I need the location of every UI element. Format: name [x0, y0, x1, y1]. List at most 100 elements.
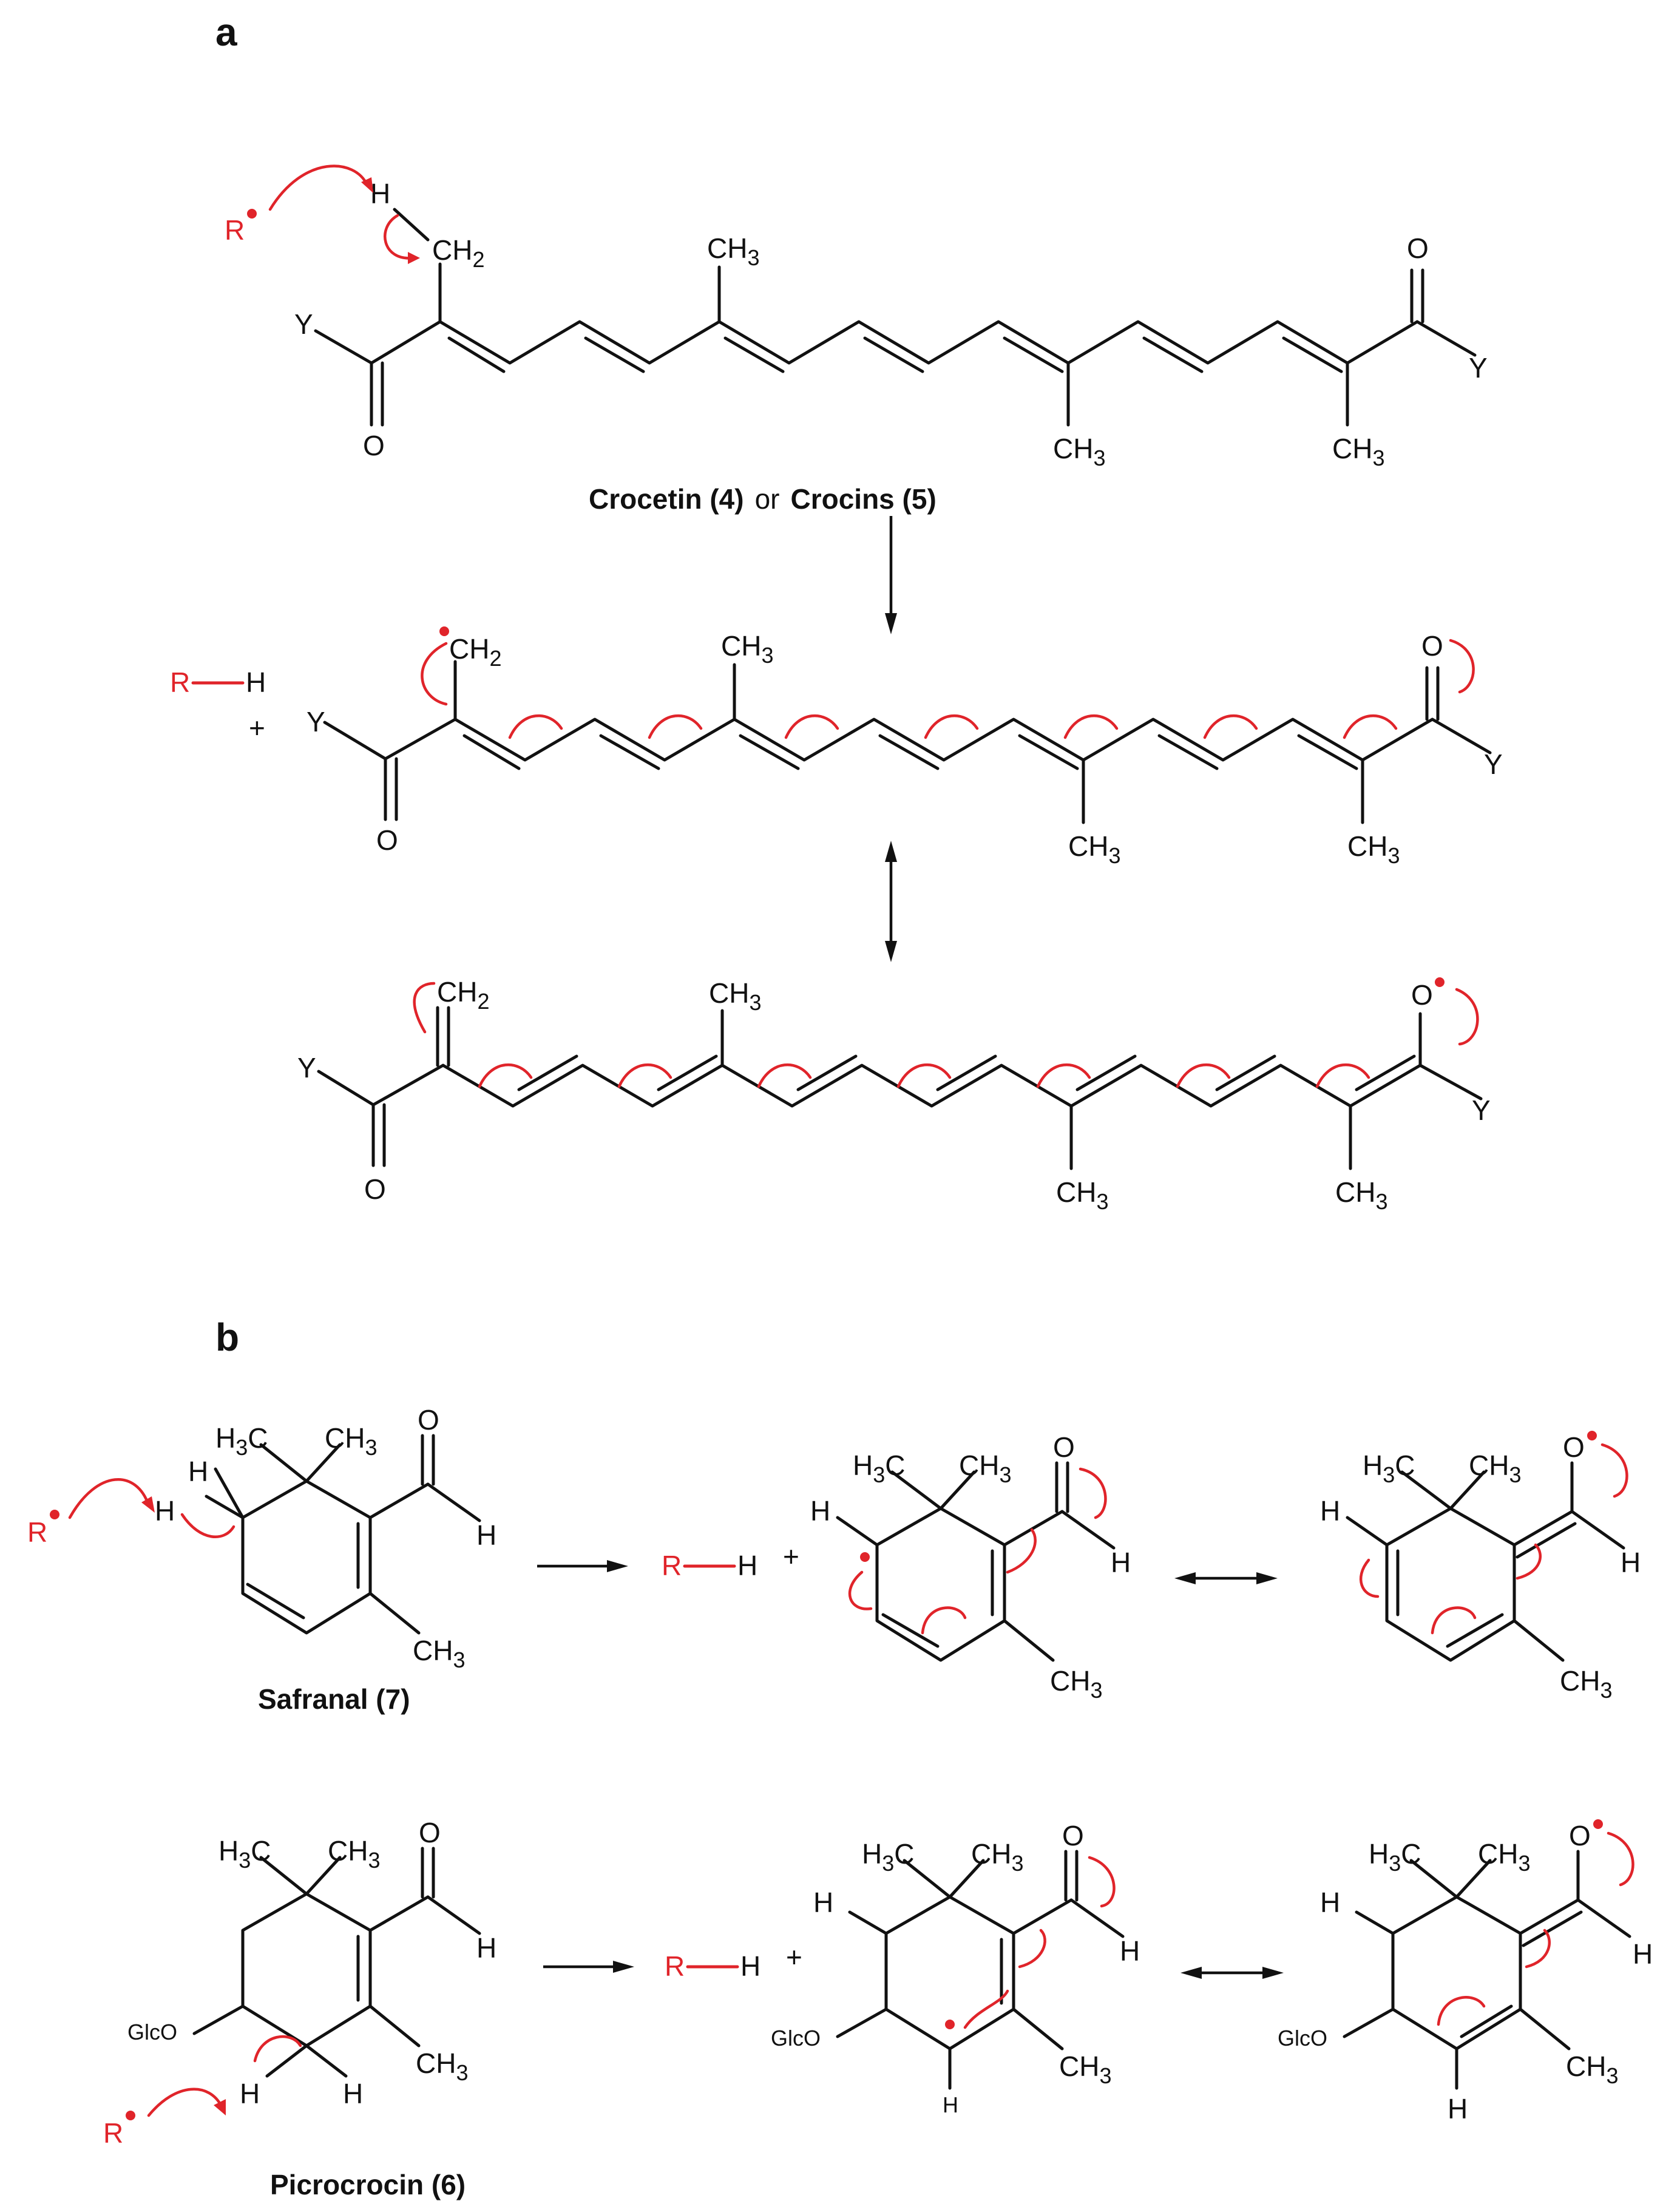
- atom-ch3: CH3: [413, 1635, 465, 1672]
- safranal-radical-2: H3C CH3 O H CH3 H: [1320, 1431, 1641, 1703]
- atom-o: O: [419, 1817, 441, 1848]
- resonance-arrow: [885, 841, 897, 962]
- atom-ch2: CH2: [449, 633, 501, 671]
- atom-h: H: [188, 1456, 208, 1487]
- atom-ch3: CH3: [1560, 1665, 1612, 1703]
- reaction-arrow-down: [885, 516, 897, 634]
- atom-o: O: [1053, 1431, 1075, 1463]
- atom-ch3: CH3: [416, 2047, 468, 2085]
- radical-dot: [1587, 1431, 1597, 1440]
- atom-o: O: [1421, 630, 1443, 662]
- atom-ch3: CH3: [1068, 830, 1120, 868]
- atom-h: H: [476, 1932, 496, 1964]
- radical-dot: [126, 2111, 135, 2120]
- panel-label-a: a: [215, 10, 237, 54]
- atom-o: O: [1062, 1820, 1084, 1851]
- atom-ch3: CH3: [959, 1450, 1011, 1487]
- curly-arrow: [384, 214, 415, 260]
- atom-y: Y: [1472, 1094, 1491, 1126]
- reaction-arrow: [543, 1961, 634, 1973]
- rh-r: R: [170, 667, 190, 698]
- rh-h: H: [737, 1550, 757, 1581]
- atom-ch3: CH3: [707, 232, 759, 270]
- atom-glco: GlcO: [771, 2026, 821, 2051]
- atom-h: H: [155, 1495, 175, 1527]
- atom-h: H: [240, 2078, 260, 2109]
- atom-o: O: [363, 430, 385, 461]
- atom-glco: GlcO: [1278, 2026, 1327, 2051]
- atom-h: H: [1621, 1547, 1641, 1578]
- structure-caption: Safranal (7): [258, 1683, 410, 1715]
- atom-h: H: [343, 2078, 363, 2109]
- atom-ch3: CH3: [1478, 1838, 1530, 1876]
- radical-dot: [50, 1510, 59, 1519]
- rh-r: R: [662, 1550, 682, 1581]
- rh-r: R: [665, 1950, 685, 1982]
- atom-h3c: H3C: [862, 1838, 915, 1876]
- atom-h3c: H3C: [215, 1422, 268, 1460]
- atom-h: H: [1448, 2093, 1468, 2125]
- picrocrocin-radical-2: H3C CH3 O H CH3 GlcO H H: [1278, 1819, 1653, 2125]
- atom-h: H: [943, 2092, 958, 2117]
- atom-h: H: [1120, 1935, 1140, 1967]
- atom-ch3: CH3: [1059, 2051, 1111, 2088]
- curly-arrow: [268, 165, 369, 211]
- radical-dot: [945, 2020, 955, 2029]
- plus-sign: +: [249, 712, 265, 744]
- atom-h3c: H3C: [853, 1450, 906, 1487]
- plus-sign: +: [783, 1541, 799, 1572]
- atom-o: O: [1563, 1431, 1585, 1463]
- atom-o: O: [1407, 232, 1429, 264]
- safranal-structure: H3C CH3 O H CH3 H H R Safranal (7): [27, 1404, 496, 1715]
- resonance-arrow: [1174, 1572, 1278, 1584]
- atom-ch2: CH2: [432, 234, 484, 272]
- crocetin-structure: Y O H CH2 CH3 CH3 CH3 O Y R Crocetin (4)…: [225, 165, 1488, 515]
- atom-ch2: CH2: [437, 976, 489, 1014]
- atom-h: H: [1633, 1938, 1653, 1970]
- rh-h: H: [246, 667, 266, 698]
- atom-h: H: [476, 1519, 496, 1551]
- atom-h: H: [810, 1495, 830, 1527]
- atom-ch3: CH3: [709, 977, 761, 1015]
- atom-h: H: [813, 1887, 833, 1918]
- atom-ch3: CH3: [325, 1422, 377, 1460]
- radical-intermediate-2: Y O CH2 CH3 CH3 CH3 O Y: [297, 976, 1491, 1214]
- atom-o: O: [418, 1404, 439, 1436]
- plus-sign: +: [786, 1941, 802, 1973]
- atom-o: O: [1569, 1820, 1591, 1851]
- radical-dot: [247, 209, 257, 219]
- atom-h: H: [370, 178, 390, 209]
- atom-o: O: [364, 1173, 386, 1205]
- atom-ch3: CH3: [971, 1838, 1023, 1876]
- atom-glco: GlcO: [127, 2020, 177, 2044]
- atom-ch3: CH3: [721, 630, 773, 668]
- atom-ch3: CH3: [1332, 433, 1384, 470]
- radical-dot: [439, 626, 449, 636]
- atom-h: H: [1320, 1495, 1340, 1527]
- atom-h3c: H3C: [1363, 1450, 1415, 1487]
- atom-y: Y: [297, 1052, 316, 1084]
- radical-dot: [1435, 977, 1445, 987]
- resonance-arrow: [1180, 1967, 1284, 1979]
- atom-y: Y: [307, 706, 325, 738]
- radical-dot: [860, 1552, 870, 1562]
- atom-ch3: CH3: [1469, 1450, 1521, 1487]
- atom-h3c: H3C: [1369, 1838, 1421, 1876]
- atom-h: H: [1320, 1887, 1340, 1918]
- atom-y: Y: [1469, 352, 1488, 384]
- reaction-arrow: [537, 1560, 628, 1572]
- radical-intermediate-1: R H + Y O CH2 CH3 CH3 CH3 O Y: [170, 626, 1503, 868]
- radical-r: R: [225, 214, 245, 246]
- arrow-head: [408, 252, 420, 264]
- radical-dot: [1593, 1819, 1603, 1829]
- atom-ch3: CH3: [1335, 1176, 1387, 1214]
- atom-y: Y: [1484, 748, 1503, 780]
- atom-h3c: H3C: [218, 1835, 271, 1873]
- atom-ch3: CH3: [1053, 433, 1105, 470]
- picrocrocin-radical-1: H3C CH3 O H CH3 GlcO H H: [771, 1820, 1140, 2117]
- arrow-head: [361, 177, 373, 193]
- atom-o: O: [376, 824, 398, 856]
- radical-r: R: [27, 1516, 47, 1548]
- atom-ch3: CH3: [1050, 1665, 1102, 1703]
